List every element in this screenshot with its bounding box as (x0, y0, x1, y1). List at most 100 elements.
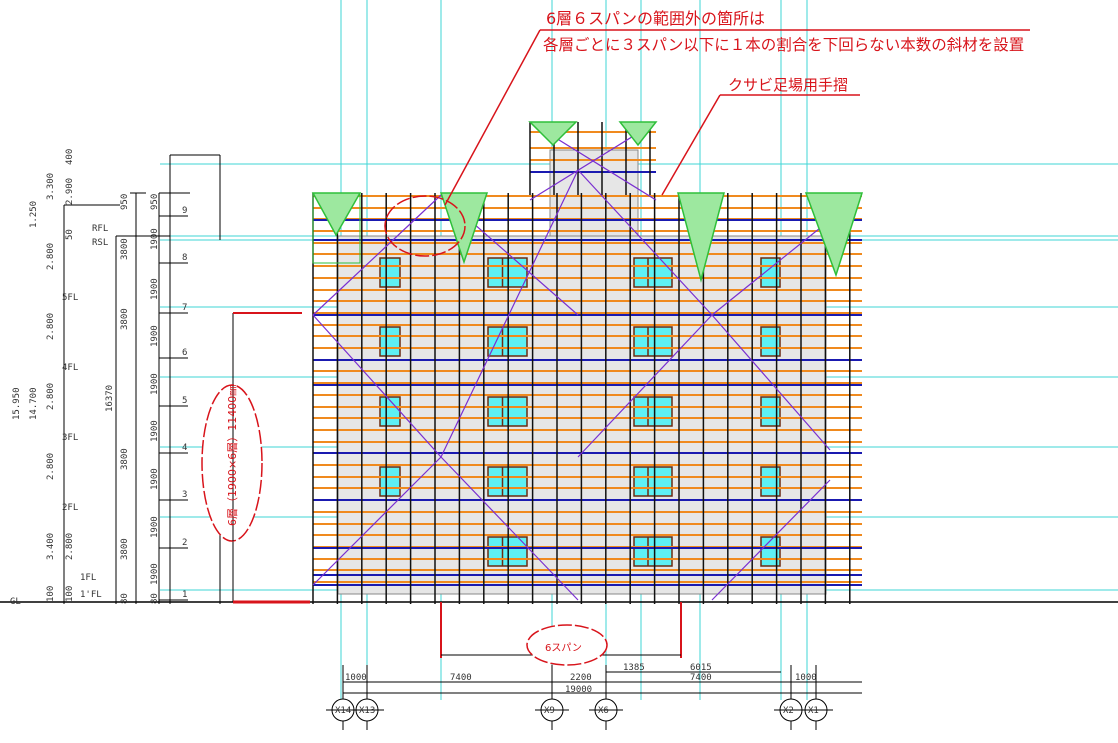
lift-number: 4 (182, 443, 187, 453)
penthouse-wall (549, 149, 639, 237)
scaffold (311, 121, 864, 604)
dim-text: 1900 (150, 563, 160, 585)
diagonal-brace (312, 456, 442, 586)
dim-total-e: 16370 (105, 385, 115, 412)
dim-text: 80 (150, 593, 160, 604)
floor-label: 5FL (62, 293, 78, 303)
lift-number: 9 (182, 206, 187, 216)
diagonal-brace (711, 314, 831, 451)
floor-label: 3FL (62, 433, 78, 443)
safety-net-frame (312, 192, 361, 264)
diagonal-brace (312, 314, 442, 458)
dim-text: 3800 (120, 448, 130, 470)
diagonal-brace (577, 314, 713, 458)
dim-text: 1900 (150, 373, 160, 395)
dim-text: 3.300 (46, 173, 56, 200)
diagonal-brace (711, 479, 831, 601)
grid-axis-label: X9 (544, 706, 555, 716)
safety-net-triangle (618, 121, 658, 147)
dim-text: 3800 (120, 538, 130, 560)
note-line1: 6層６スパンの範囲外の箇所は (546, 9, 765, 28)
dim-text: 80 (120, 593, 130, 604)
dim-text: 1000 (345, 673, 367, 683)
lift-number: 6 (182, 348, 187, 358)
window (379, 326, 401, 357)
safety-net-triangle (528, 121, 578, 147)
safety-net-triangle (677, 192, 725, 283)
floor-label: 1FL (80, 573, 96, 583)
diagonal-brace (312, 194, 442, 316)
dim-text: 2.900 (65, 178, 75, 205)
dim-text: 1000 (795, 673, 817, 683)
floor-label: RSL (92, 238, 108, 248)
note-line2: 各層ごとに３スパン以下に１本の割合を下回らない本数の斜材を設置 (543, 36, 1024, 54)
lift-number: 5 (182, 396, 187, 406)
span-label: 6スパン (545, 642, 582, 654)
dim-text-total: 19000 (565, 685, 592, 695)
dim-text: 1900 (150, 278, 160, 300)
dimension-lines: 1234567891'FL1FL2FL3FL4FL5FLRSLRFL1003.4… (46, 29, 1030, 730)
floor-label: 1'FL (80, 590, 102, 600)
dim-total-a: 15.950 (12, 387, 22, 420)
dim-text: 1900 (150, 468, 160, 490)
diagonal-brace (711, 219, 831, 316)
diagonal-brace (440, 169, 579, 458)
dim-text: 3800 (120, 238, 130, 260)
dim-text: 2.800 (46, 453, 56, 480)
window (633, 396, 673, 427)
floor-label: 2FL (62, 503, 78, 513)
dim-text: 1385 (623, 663, 645, 673)
dim-text: 100 (46, 586, 56, 602)
safety-net-triangle (311, 192, 362, 237)
handrail-leader (661, 94, 721, 196)
floor-label: 4FL (62, 363, 78, 373)
dim-text: 1900 (150, 420, 160, 442)
dim-text: 2200 (570, 673, 592, 683)
dim-text: 3800 (120, 308, 130, 330)
diagonal-brace (440, 456, 579, 601)
revision-cloud (526, 624, 608, 666)
dim-text: 1900 (150, 516, 160, 538)
dim-text: 950 (150, 194, 160, 210)
dim-text: 2.800 (46, 243, 56, 270)
safety-net-triangle (439, 192, 489, 265)
dim-text: 400 (65, 149, 75, 165)
grid-axis-label: X1 (808, 706, 819, 716)
dim-text: 2.800 (65, 533, 75, 560)
gl-label: GL (10, 597, 21, 607)
handrail-label: クサビ足場用手摺 (728, 76, 848, 94)
window (633, 536, 673, 567)
lift-number: 8 (182, 253, 187, 263)
dim-text: 100 (65, 586, 75, 602)
window (633, 326, 673, 357)
lift-number: 2 (182, 538, 187, 548)
height-label: 6層（1900×6層）11400㎜ (226, 385, 239, 526)
dim-top-b: 1.250 (29, 201, 39, 228)
dim-text: 2.800 (46, 313, 56, 340)
dim-text: 950 (120, 194, 130, 210)
dim-text: 3.400 (46, 533, 56, 560)
lift-number: 7 (182, 303, 187, 313)
grid-axis-label: X2 (783, 706, 794, 716)
grid-axis-label: X13 (359, 706, 375, 716)
window (379, 257, 401, 288)
lift-number: 3 (182, 490, 187, 500)
dim-text: 6015 (690, 663, 712, 673)
dim-text: 7400 (690, 673, 712, 683)
dim-text: 1900 (150, 325, 160, 347)
revision-cloud (384, 195, 466, 257)
dim-text: 1900 (150, 228, 160, 250)
revision-cloud (201, 384, 263, 542)
dim-text: 50 (65, 229, 75, 240)
dim-text: 7400 (450, 673, 472, 683)
dim-total-b: 14.700 (29, 387, 39, 420)
window (379, 396, 401, 427)
window (633, 257, 673, 288)
window (633, 466, 673, 497)
diagonal-brace (577, 169, 713, 316)
window (379, 466, 401, 497)
safety-net-triangle (804, 192, 864, 278)
grid-axis-label: X14 (335, 706, 351, 716)
dim-text: 2.800 (46, 383, 56, 410)
